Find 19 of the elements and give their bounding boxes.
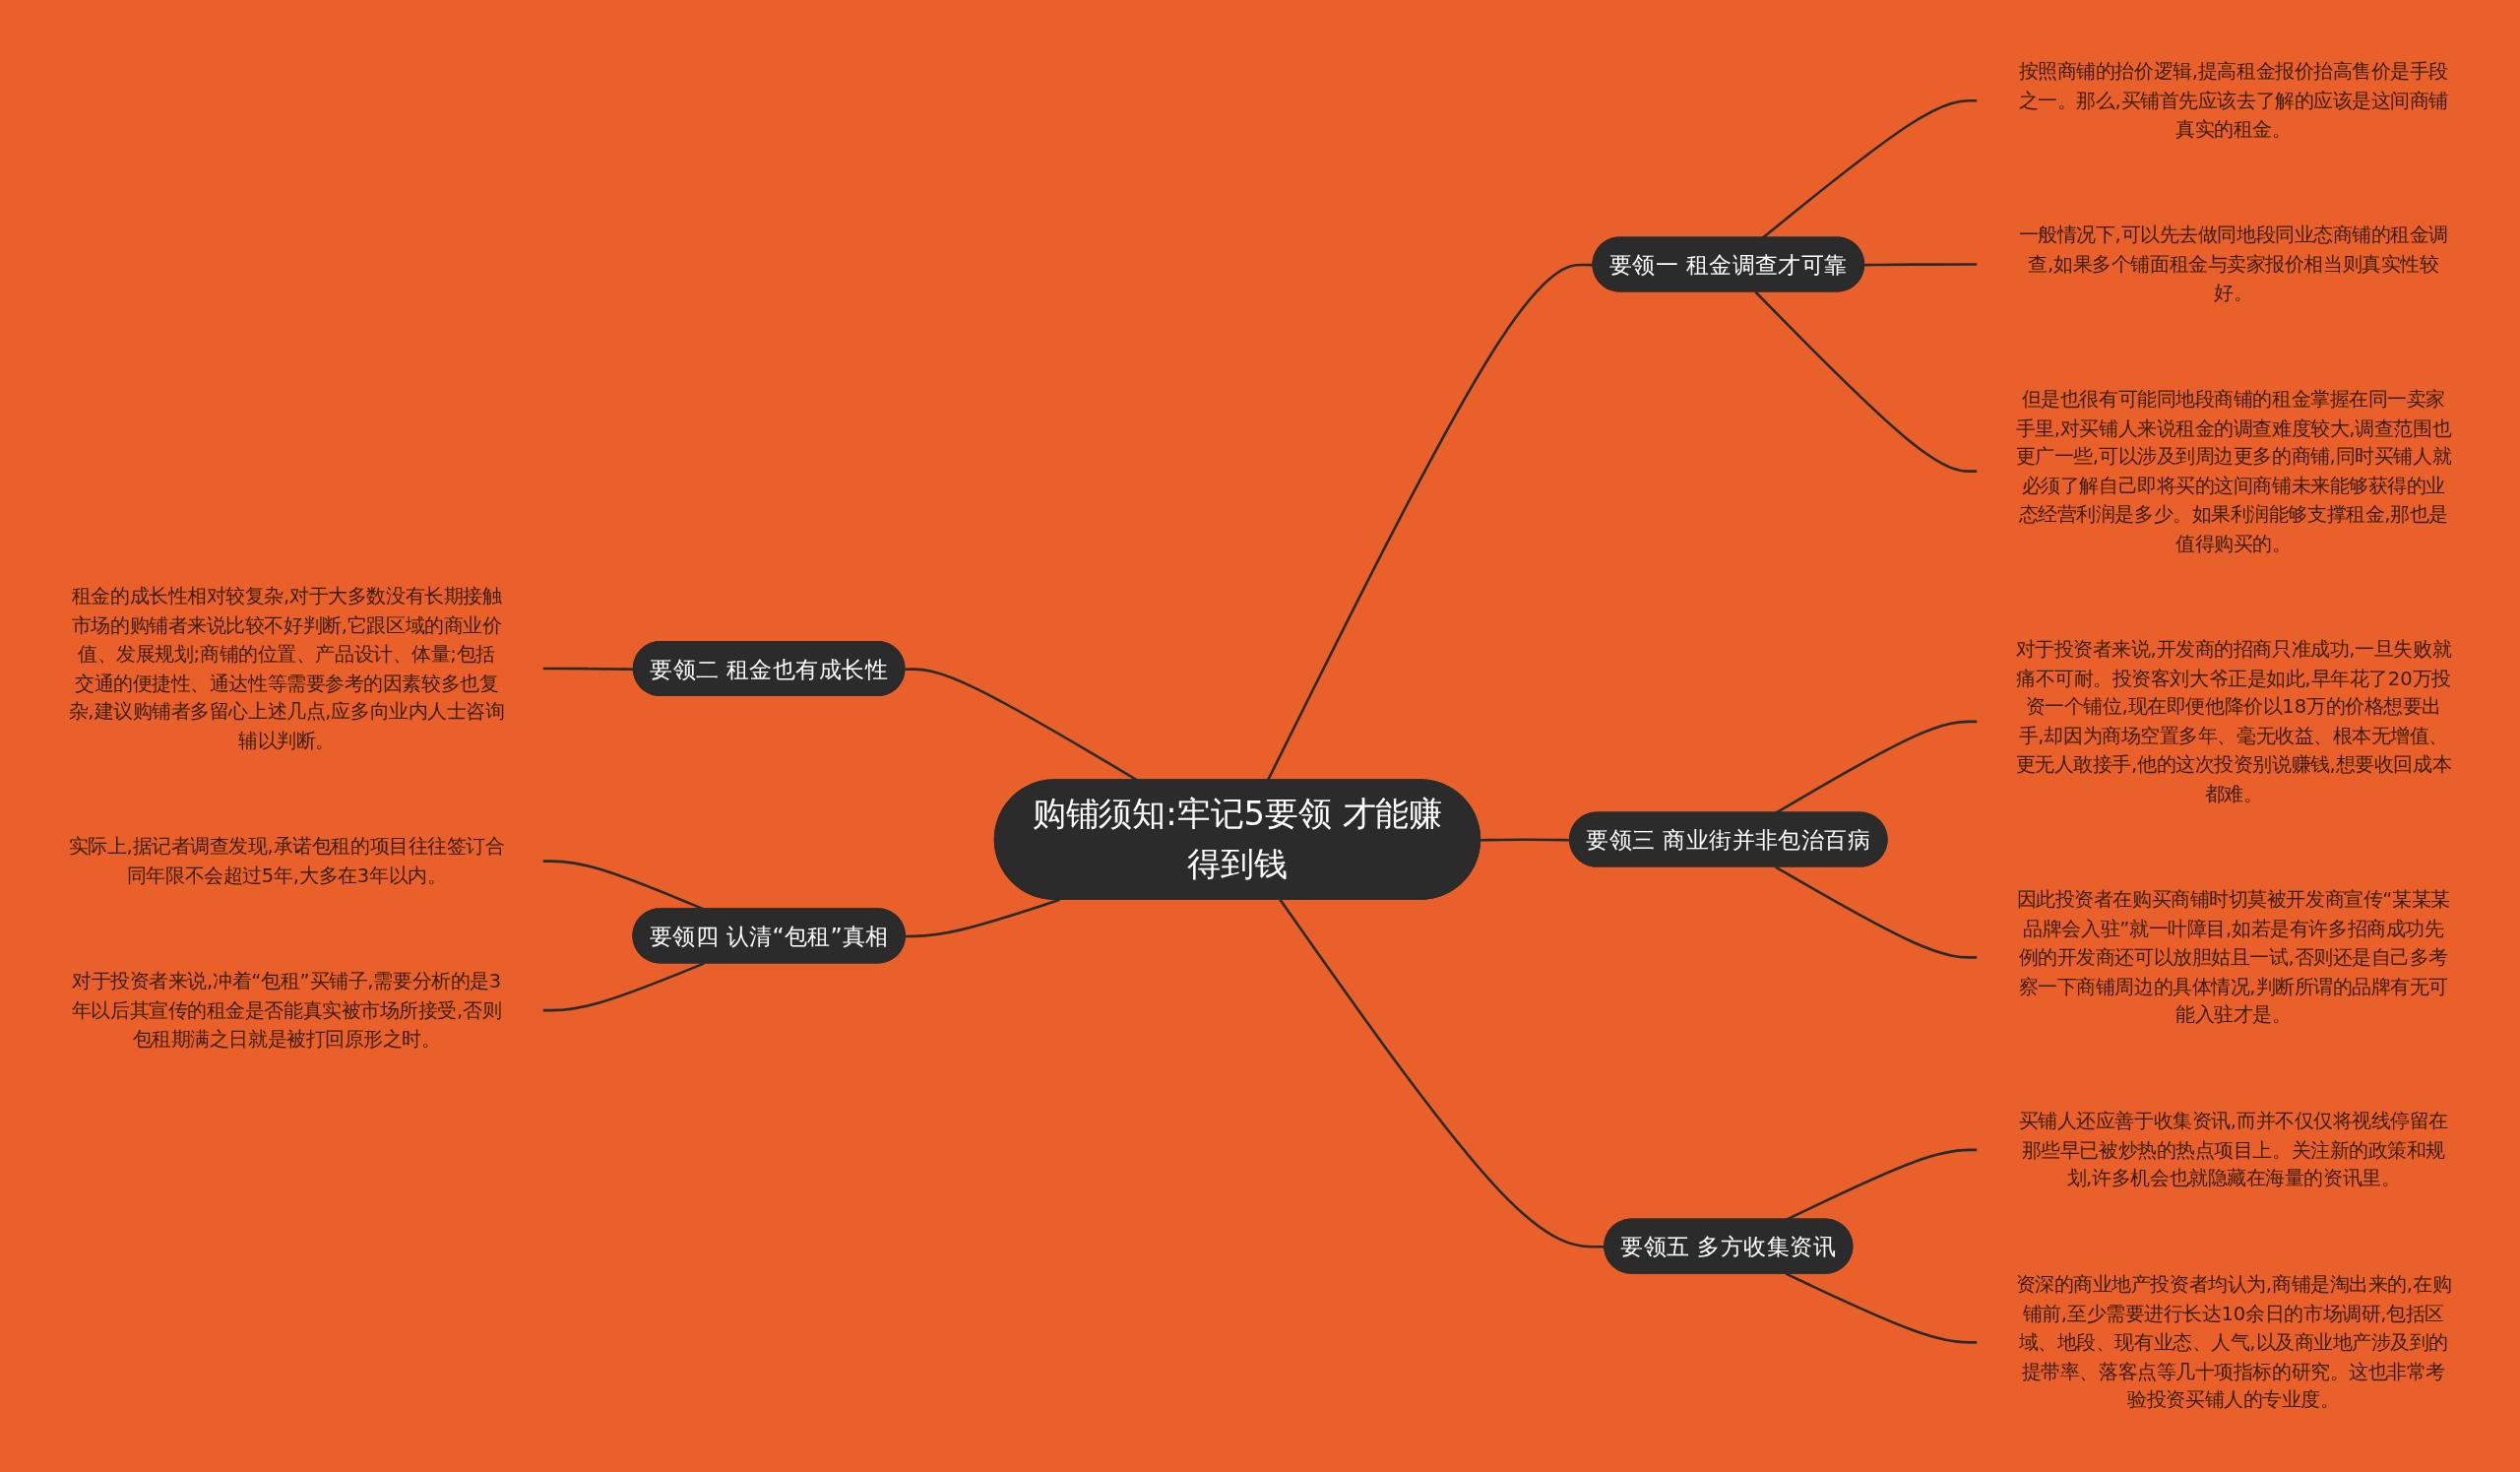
connector xyxy=(1864,263,1978,267)
connector xyxy=(905,898,1060,938)
connector xyxy=(1775,865,1978,959)
node-text: 但是也很有可能同地段商铺的租金掌握在同一卖家手里,对买铺人来说租金的调查难度较大,调查范围也更广一些,可以涉及到周边更多的商铺,同时买铺人就必须了解自己即将买的这间商铺未来能够获得的业态经营利润是多少。如果利润能够支撑租金,那也是值得购买的。 xyxy=(2015,387,2452,555)
node-text: 对于投资者来说,开发商的招商只准成功,一旦失败就痛不可耐。投资客刘大爷正是如此,早年花了20万投资一个铺位,现在即便他降价以18万的价格想要出手,却因为商场空置多年、毫无收益、根本无增值、更无人敢接手,他的这次投资别说赚钱,想要收回成本都难。 xyxy=(2015,637,2452,805)
connector xyxy=(1754,290,1978,473)
node-text: 实际上,据记者调查发现,承诺包租的项目往往签订合同年限不会超过5年,大多在3年以内。 xyxy=(68,834,505,887)
connector xyxy=(1761,98,1978,239)
node-text: 买铺人还应善于收集资讯,而并不仅仅将视线停留在那些早已被炒热的热点项目上。关注新的政策和规划,许多机会也就隐藏在海量的资讯里。 xyxy=(2018,1109,2449,1190)
node-text: 因此投资者在购买商铺时切莫被开发商宣传“某某某品牌会入驻”就一叶障目,如若是有许多招商成功先例的开发商还可以放胆姑且一试,否则还是自己多考察一下商铺周边的具体情况,判断所谓的品牌有无可能入驻才是。 xyxy=(2016,887,2451,1027)
connector xyxy=(1775,720,1978,814)
node-text: 资深的商业地产投资者均认为,商铺是淘出来的,在购铺前,至少需要进行长达10余日的市场调研,包括区域、地段、现有业态、人气,以及商业地产涉及到的提带率、落客点等几十项指标的研究。这也非常考验投资买铺人的专业度。 xyxy=(2015,1272,2452,1412)
node-text: 租金的成长性相对较复杂,对于大多数没有长期接触市场的购铺者来说比较不好判断,它跟区域的商业价值、发展规划;商铺的位置、产品设计、体量;包括交通的便捷性、通达性等需要参考的因素较多也复杂,建议购铺者多留心上述几点,应多向业内人士咨询辅以判断。 xyxy=(68,584,505,752)
node-text: 一般情况下,可以先去做同地段同业态商铺的租金调查,如果多个铺面租金与卖家报价相当则真实性较好。 xyxy=(2018,224,2449,305)
connector xyxy=(1785,1272,1978,1344)
node-text: 按照商铺的抬价逻辑,提高租金报价抬高售价是手段之一。那么,买铺首先应该去了解的应该是这间商铺真实的租金。 xyxy=(2018,59,2449,142)
node-text: 对于投资者来说,冲着“包租”买铺子,需要分析的是3年以后其宣传的租金是否能真实被市场所接受,否则包租期满之日就是被打回原形之时。 xyxy=(71,969,502,1051)
connector xyxy=(542,962,705,1012)
connector xyxy=(1279,899,1606,1248)
